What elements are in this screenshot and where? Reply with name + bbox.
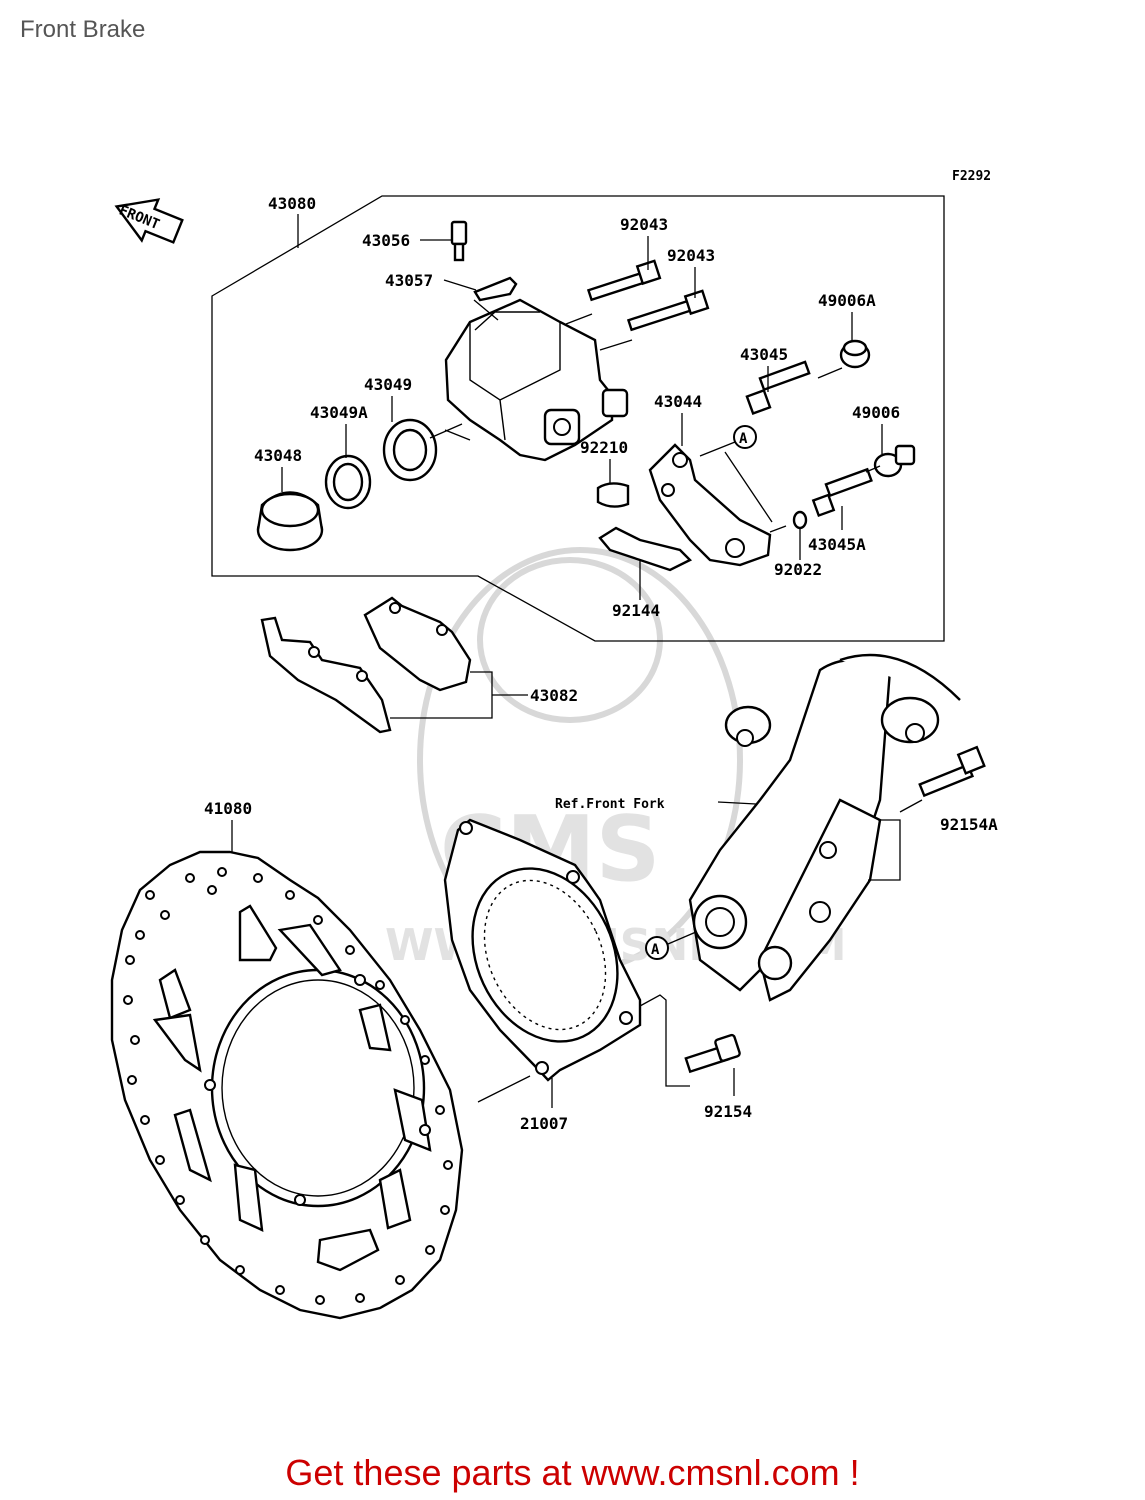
abs-sensor-rotor (443, 818, 642, 1082)
part-label-92022[interactable]: 92022 (774, 560, 822, 579)
slide-pin-upper (586, 259, 662, 302)
part-label-43049[interactable]: 43049 (364, 375, 412, 394)
bleed-cap (473, 276, 518, 302)
part-label-49006[interactable]: 49006 (852, 403, 900, 422)
part-label-92043-upper[interactable]: 92043 (620, 215, 668, 234)
page-title: Front Brake (20, 16, 146, 43)
part-label-43044[interactable]: 43044 (654, 392, 702, 411)
ref-front-fork-label: Ref.Front Fork (555, 797, 665, 812)
boot-49006A (839, 339, 871, 369)
part-label-43045A[interactable]: 43045A (808, 535, 866, 554)
front-fork (688, 653, 961, 1002)
part-label-92043-lower[interactable]: 92043 (667, 246, 715, 265)
caliper-bracket (648, 443, 772, 567)
caliper-body (444, 298, 629, 462)
callout-a-upper: A (739, 431, 748, 447)
piston (256, 491, 324, 552)
part-label-21007[interactable]: 21007 (520, 1114, 568, 1133)
callout-marker-lower: A (645, 936, 669, 960)
part-label-43080[interactable]: 43080 (268, 194, 316, 213)
pin-guide-bolt (745, 360, 811, 415)
part-label-43056[interactable]: 43056 (362, 231, 410, 250)
brake-pad-outer (260, 616, 392, 734)
brake-pad-inner (363, 596, 472, 692)
figure-code: F2292 (952, 169, 991, 184)
bleed-valve (450, 220, 468, 262)
part-label-43057[interactable]: 43057 (385, 271, 433, 290)
part-label-43045[interactable]: 43045 (740, 345, 788, 364)
dust-seal (324, 454, 372, 510)
part-label-92154[interactable]: 92154 (704, 1102, 752, 1121)
part-label-49006A[interactable]: 49006A (818, 291, 876, 310)
washer-92022 (792, 510, 808, 530)
part-label-43049A[interactable]: 43049A (310, 403, 368, 422)
pin-guide-bolt-lower (811, 467, 873, 518)
part-label-41080[interactable]: 41080 (204, 799, 252, 818)
part-label-43048[interactable]: 43048 (254, 446, 302, 465)
piston-seal (382, 418, 438, 482)
caliper-mount-bolt (918, 745, 986, 798)
part-label-92210[interactable]: 92210 (580, 438, 628, 457)
callout-a-lower: A (651, 942, 660, 958)
brake-disc (110, 850, 464, 1320)
rotor-bolt (684, 1033, 741, 1074)
callout-marker-upper: A (733, 425, 757, 449)
bracket-boot (596, 482, 630, 508)
part-label-43082[interactable]: 43082 (530, 686, 578, 705)
part-labels: F2292 43080 43056 43057 92043 92043 4900… (204, 169, 998, 1133)
slide-pin-lower (626, 289, 710, 332)
pad-spring (598, 526, 693, 572)
promo-link[interactable]: Get these parts at www.cmsnl.com ! (285, 1452, 860, 1493)
part-label-92154A[interactable]: 92154A (940, 815, 998, 834)
boot-49006 (873, 444, 916, 478)
caliper-assembly-boundary (211, 195, 945, 642)
part-label-92144[interactable]: 92144 (612, 601, 660, 620)
front-direction-arrow: FRONT (114, 198, 184, 244)
